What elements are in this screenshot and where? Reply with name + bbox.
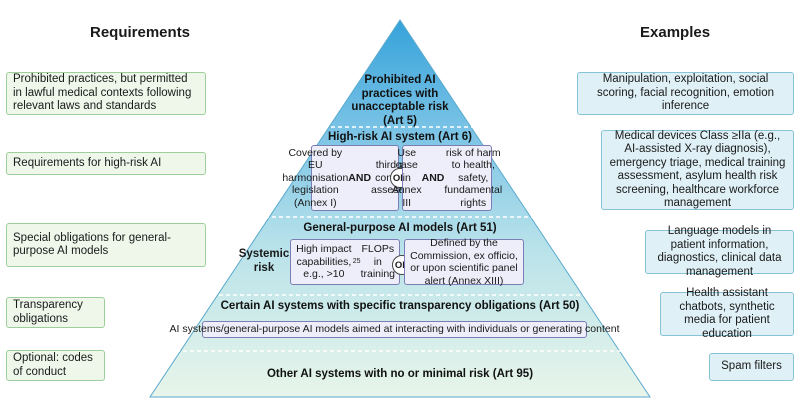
pyramid-body: [149, 19, 651, 398]
level-minimal-risk-title: Other AI systems with no or minimal risk…: [266, 368, 534, 380]
example-transparency: Health assistant chatbots, synthetic med…: [660, 287, 794, 340]
requirement-codes-of-conduct: Optional: codes of conduct: [6, 350, 105, 381]
level-gpai-title: General-purpose AI models (Art 51): [303, 222, 497, 234]
gpai-criterion-commission: Defined by the Commission, ex officio, o…: [404, 237, 524, 287]
example-minimal-risk: Spam filters: [709, 353, 794, 381]
requirement-prohibited: Prohibited practices, but permitted in l…: [6, 72, 206, 115]
systemic-risk-label: Systemic risk: [238, 248, 290, 274]
example-prohibited: Manipulation, exploitation, social scori…: [577, 72, 794, 115]
level-high-risk-title: High-risk AI system (Art 6): [328, 131, 472, 143]
example-high-risk: Medical devices Class ≥IIa (e.g., AI-ass…: [601, 130, 794, 210]
requirements-header: Requirements: [90, 24, 191, 41]
level-transparency-title: Certain AI systems with specific transpa…: [220, 300, 580, 312]
examples-header: Examples: [640, 24, 711, 41]
requirement-high-risk: Requirements for high-risk AI: [6, 152, 206, 175]
requirement-gpai: Special obligations for general-purpose …: [6, 223, 206, 267]
example-gpai: Language models in patient information, …: [645, 225, 794, 278]
level-prohibited-title: Prohibited AI practices with unacceptabl…: [351, 74, 449, 127]
high-risk-criterion-annex-iii: Use case in Annex III AND risk of harm t…: [392, 145, 502, 211]
requirement-transparency: Transparency obligations: [6, 297, 105, 328]
high-risk-criterion-annex-i: Covered by EU harmonisation legislation …: [282, 145, 428, 211]
transparency-scope-box: AI systems/general-purpose AI models aim…: [170, 321, 620, 338]
